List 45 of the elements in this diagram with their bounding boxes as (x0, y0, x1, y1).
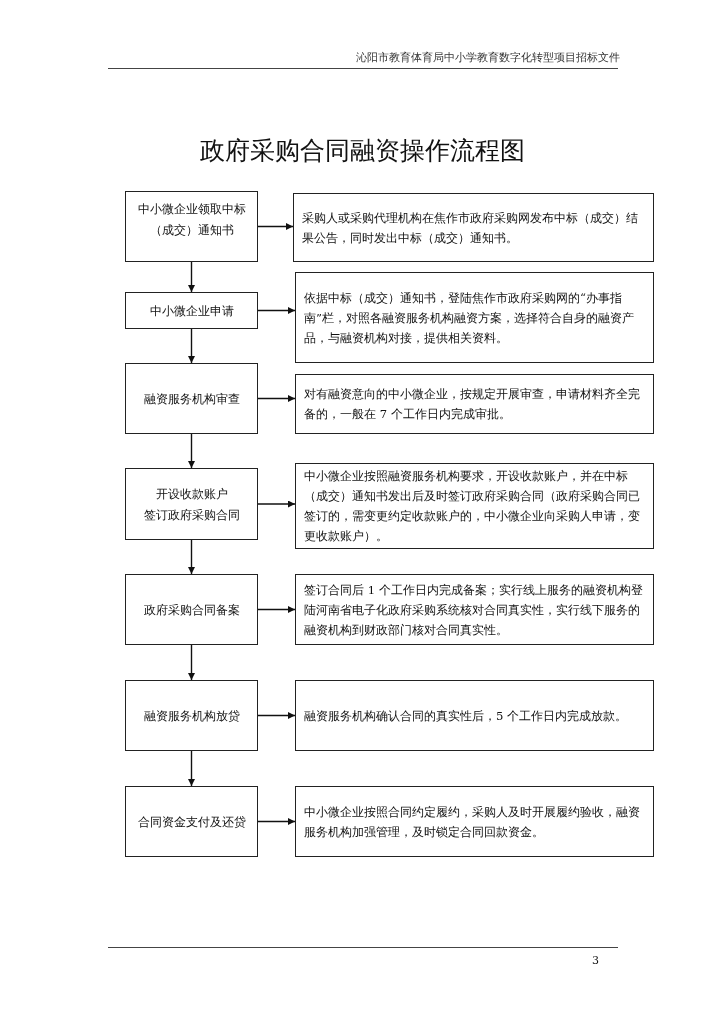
title: 政府采购合同融资操作流程图 (198, 135, 526, 167)
description-box (295, 574, 654, 645)
arrow (188, 750, 195, 787)
page-number: 3 (592, 954, 599, 967)
description-box (295, 272, 654, 363)
description-text: 中小微企业按照融资服务机构要求，开设收款账户，并在中标（成交）通知书发出后及时签订政府采购合同（政府采购合同已签订的，需变更约定收款账户的，中小微企业向采购人申请，变更收款账户）。 (304, 468, 641, 545)
step-text: 合同资金支付及还贷 (136, 813, 247, 831)
step-text: 中小微企业领取中标（成交）通知书 (136, 200, 247, 239)
description-box (295, 463, 654, 549)
step-text: 中小微企业申请 (148, 302, 235, 320)
step-text: 融资服务机构放贷 (142, 707, 241, 725)
process-box (125, 363, 258, 434)
arrow (188, 644, 195, 681)
description-text: 依据中标（成交）通知书，登陆焦作市政府采购网的“办事指南”栏，对照各融资服务机构融资方案，选择符合自身的融资产品，与融资机构对接，提供相关资料。 (304, 289, 635, 347)
document-header: 沁阳市教育体育局中小学教育数字化转型项目招标文件 (355, 50, 620, 65)
process-box (125, 468, 258, 540)
description-text: 采购人或采购代理机构在焦作市政府采购网发布中标（成交）结果公告，同时发出中标（成交）通知书。 (302, 209, 639, 247)
description-box (295, 680, 654, 751)
description-text: 对有融资意向的中小微企业，按规定开展审查，申请材料齐全完备的，一般在 7 个工作日内完成审批。 (304, 386, 641, 423)
description-text: 中小微企业按照合同约定履约，采购人及时开展履约验收，融资服务机构加强管理，及时锁定合同回款资金。 (304, 803, 641, 841)
process-box (125, 786, 258, 857)
arrow (257, 395, 296, 402)
description-box (295, 374, 654, 434)
description-text: 签订合同后 1 个工作日内完成备案；实行线上服务的融资机构登陆河南省电子化政府采购系统核对合同真实性，实行线下服务的融资机构到财政部门核对合同真实性。 (304, 581, 644, 639)
arrow (188, 433, 195, 469)
arrow (257, 223, 294, 230)
process-box (125, 191, 258, 262)
step-text: 政府采购合同备案 (142, 601, 241, 619)
arrow (188, 261, 195, 293)
arrow (188, 328, 195, 364)
arrow (188, 539, 195, 575)
arrow (257, 307, 296, 314)
process-box (125, 680, 258, 751)
process-box (125, 574, 258, 645)
step-text: 开设收款账户 (154, 485, 229, 503)
arrow (257, 606, 296, 613)
arrow (257, 712, 296, 719)
description-box (293, 193, 654, 262)
arrow (257, 500, 296, 508)
arrow (257, 818, 296, 825)
description-box (295, 786, 654, 857)
process-box (125, 292, 258, 329)
step-text: 融资服务机构审查 (142, 390, 241, 408)
description-text: 融资服务机构确认合同的真实性后，5 个工作日内完成放款。 (304, 707, 629, 725)
step-text: 签订政府采购合同 (142, 506, 241, 524)
